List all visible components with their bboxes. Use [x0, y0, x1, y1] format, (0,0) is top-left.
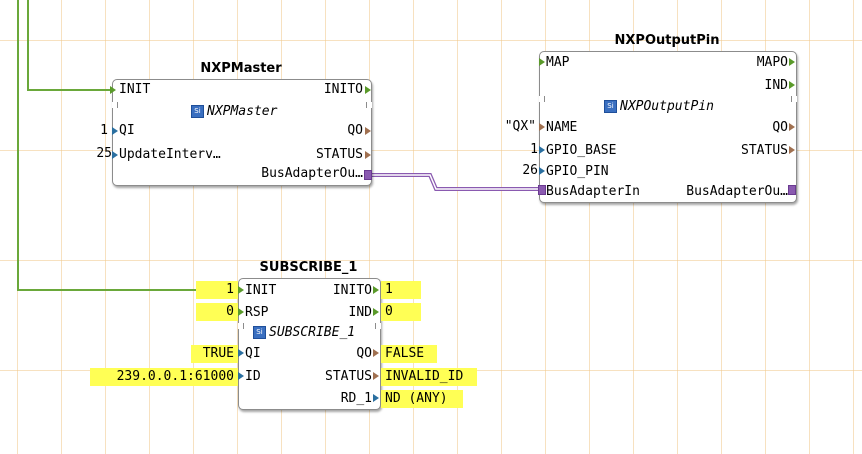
pin-qo[interactable]: QO: [772, 120, 788, 135]
event-output-marker: [373, 286, 379, 294]
subscribe-title: SUBSCRIBE_1: [259, 260, 358, 275]
const-gpio-pin-value[interactable]: 26: [522, 163, 538, 178]
pin-status[interactable]: STATUS: [741, 143, 788, 158]
pin-qi[interactable]: QI: [245, 346, 261, 361]
event-input-marker: [238, 308, 244, 316]
data-input-marker: [539, 123, 545, 131]
event-connection-nxpmaster-init[interactable]: [27, 0, 110, 91]
data-input-marker: [112, 151, 118, 159]
pin-bus-adapter-in[interactable]: BusAdapterIn: [546, 184, 640, 199]
pin-qo[interactable]: QO: [347, 123, 363, 138]
pin-id[interactable]: ID: [245, 369, 261, 384]
data-input-marker: [112, 127, 118, 135]
pin-rd-1[interactable]: RD_1: [340, 391, 372, 406]
block-notch-right: [791, 96, 797, 102]
function-block-type-icon: Si: [253, 326, 266, 339]
adapter-output-marker: [788, 185, 796, 195]
data-input-marker: [238, 372, 244, 380]
data-output-marker: [373, 349, 379, 357]
pin-inito[interactable]: INITO: [332, 283, 372, 298]
data-output-marker: [365, 151, 371, 159]
event-input-marker: [539, 58, 545, 66]
subscribe-type-name: SUBSCRIBE_1: [269, 325, 356, 340]
nxpmaster-type-name: NXPMaster: [207, 104, 278, 119]
event-output-marker: [365, 86, 371, 94]
watch-init-value[interactable]: 1: [196, 281, 238, 299]
watch-qo-value[interactable]: FALSE: [381, 345, 437, 363]
pin-qo[interactable]: QO: [356, 346, 372, 361]
event-input-marker: [238, 286, 244, 294]
pin-gpio-pin[interactable]: GPIO_PIN: [546, 164, 609, 179]
pin-init[interactable]: INIT: [245, 283, 277, 298]
data-input-marker: [238, 349, 244, 357]
pin-update-interval[interactable]: UpdateInterv…: [119, 147, 221, 162]
event-output-marker: [373, 308, 379, 316]
block-notch-left: [238, 323, 244, 329]
adapter-output-marker: [364, 170, 372, 180]
block-notch-left: [112, 102, 118, 108]
pin-ind[interactable]: IND: [348, 305, 372, 320]
pin-bus-adapter-out[interactable]: BusAdapterOu…: [261, 166, 363, 181]
watch-ind-value[interactable]: 0: [381, 303, 421, 321]
data-output-marker: [789, 146, 795, 154]
function-block-type-icon: Si: [191, 105, 204, 118]
adapter-input-marker: [538, 185, 546, 195]
block-notch-right: [375, 323, 381, 329]
adapter-connection-inner: [372, 174, 538, 190]
nxpoutputpin-title: NXPOutputPin: [614, 33, 720, 48]
const-name-value[interactable]: "QX": [504, 119, 536, 134]
pin-inito[interactable]: INITO: [323, 82, 363, 97]
watch-id-value[interactable]: 239.0.0.1:61000: [90, 368, 238, 386]
data-output-marker: [373, 372, 379, 380]
block-notch-right: [366, 102, 372, 108]
const-gpio-base-value[interactable]: 1: [530, 142, 538, 157]
const-qi-value[interactable]: 1: [100, 123, 108, 138]
nxpmaster-title: NXPMaster: [200, 61, 282, 76]
watch-rsp-value[interactable]: 0: [196, 303, 238, 321]
pin-status[interactable]: STATUS: [325, 369, 372, 384]
event-output-marker: [789, 58, 795, 66]
pin-qi[interactable]: QI: [119, 123, 135, 138]
pin-ind[interactable]: IND: [764, 78, 788, 93]
nxpoutputpin-type-name: NXPOutputPin: [620, 99, 714, 114]
watch-qi-value[interactable]: TRUE: [191, 345, 238, 363]
data-output-marker: [789, 123, 795, 131]
event-connection-subscribe-init[interactable]: [17, 0, 196, 291]
block-notch-left: [539, 96, 545, 102]
pin-mapo[interactable]: MAPO: [756, 55, 788, 70]
pin-name[interactable]: NAME: [546, 120, 578, 135]
pin-status[interactable]: STATUS: [316, 147, 363, 162]
data-input-marker: [539, 167, 545, 175]
data-output-marker: [373, 394, 379, 402]
data-output-marker: [365, 127, 371, 135]
event-output-marker: [789, 81, 795, 89]
const-update-interval-value[interactable]: 25: [96, 146, 112, 161]
pin-rsp[interactable]: RSP: [245, 305, 269, 320]
pin-map[interactable]: MAP: [546, 55, 570, 70]
watch-rd-1-value[interactable]: ND (ANY): [381, 390, 463, 408]
pin-bus-adapter-out[interactable]: BusAdapterOu…: [686, 184, 788, 199]
watch-inito-value[interactable]: 1: [381, 281, 421, 299]
function-block-type-icon: Si: [604, 100, 617, 113]
watch-status-value[interactable]: INVALID_ID: [381, 368, 477, 386]
pin-init[interactable]: INIT: [119, 82, 151, 97]
event-input-marker: [110, 86, 116, 94]
pin-gpio-base[interactable]: GPIO_BASE: [546, 143, 617, 158]
data-input-marker: [539, 146, 545, 154]
